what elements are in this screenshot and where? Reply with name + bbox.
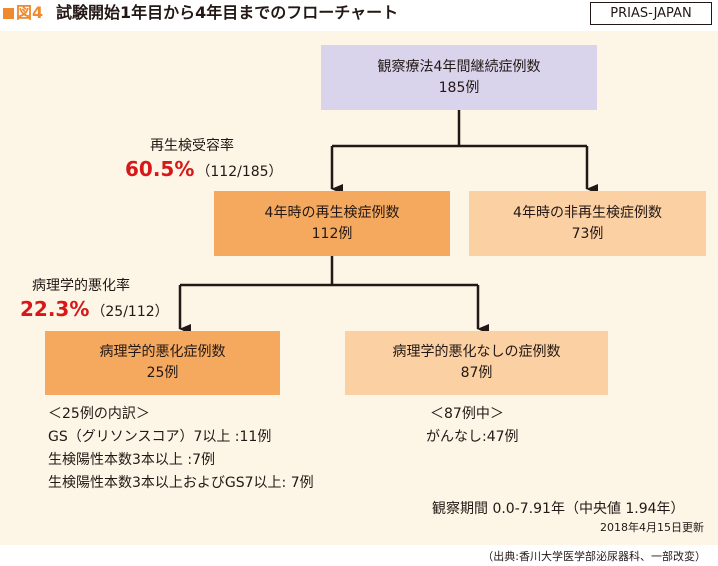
rebiopsy-rate: 60.5% （112/185） (125, 157, 283, 184)
header: 図4 試験開始1年目から4年目までのフローチャート PRIAS-JAPAN (0, 0, 718, 30)
no-progression-cases-count: 87例 (460, 365, 493, 381)
no-progression-cases-box: 病理学的悪化なしの症例数 87例 (345, 331, 608, 395)
breakdown-87-heading: ＜87例中＞ (430, 406, 504, 422)
breakdown-87-item: がんなし:47例 (426, 429, 519, 445)
breakdown-25-item: 生検陽性本数3本以上およびGS7以上: 7例 (48, 475, 314, 491)
observation-period: 観察期間 0.0-7.91年（中央値 1.94年） (432, 501, 685, 517)
rebiopsy-cases-box: 4年時の再生検症例数 112例 (214, 191, 450, 256)
breakdown-25-item: GS（グリソンスコア）7以上 :11例 (48, 429, 272, 445)
total-cases-box: 観察療法4年間継続症例数 185例 (321, 45, 597, 110)
total-cases-label: 観察療法4年間継続症例数 (377, 58, 541, 75)
rebiopsy-rate-fraction: （112/185） (196, 164, 283, 180)
non-rebiopsy-cases-label: 4年時の非再生検症例数 (513, 204, 662, 221)
breakdown-25-heading: ＜25例の内訳＞ (48, 406, 150, 422)
progression-rate-fraction: （25/112） (91, 304, 169, 320)
non-rebiopsy-cases-box: 4年時の非再生検症例数 73例 (469, 191, 706, 256)
rebiopsy-cases-label: 4年時の再生検症例数 (264, 204, 400, 221)
total-cases-count: 185例 (438, 79, 480, 96)
progression-rate: 22.3% （25/112） (20, 297, 169, 324)
progression-cases-count: 25例 (146, 365, 179, 381)
figure-title: 試験開始1年目から4年目までのフローチャート (56, 3, 399, 22)
source-note: （出典:香川大学医学部泌尿器科、一部改変） (482, 550, 706, 563)
rebiopsy-cases-count: 112例 (311, 225, 353, 242)
progression-cases-label: 病理学的悪化症例数 (99, 344, 226, 360)
figure-marker-square (3, 8, 14, 19)
rebiopsy-rate-label: 再生検受容率 (150, 138, 234, 154)
brand-badge: PRIAS-JAPAN (590, 2, 712, 25)
progression-rate-label: 病理学的悪化率 (32, 278, 130, 294)
progression-cases-box: 病理学的悪化症例数 25例 (45, 331, 280, 395)
rebiopsy-rate-percent: 60.5% (125, 157, 195, 181)
figure-label: 図4 (16, 3, 44, 22)
non-rebiopsy-cases-count: 73例 (571, 225, 604, 242)
progression-rate-percent: 22.3% (20, 297, 90, 321)
no-progression-cases-label: 病理学的悪化なしの症例数 (392, 344, 561, 360)
updated-date: 2018年4月15日更新 (600, 521, 704, 534)
flowchart-panel (0, 31, 718, 545)
breakdown-25-item: 生検陽性本数3本以上 :7例 (48, 452, 215, 468)
